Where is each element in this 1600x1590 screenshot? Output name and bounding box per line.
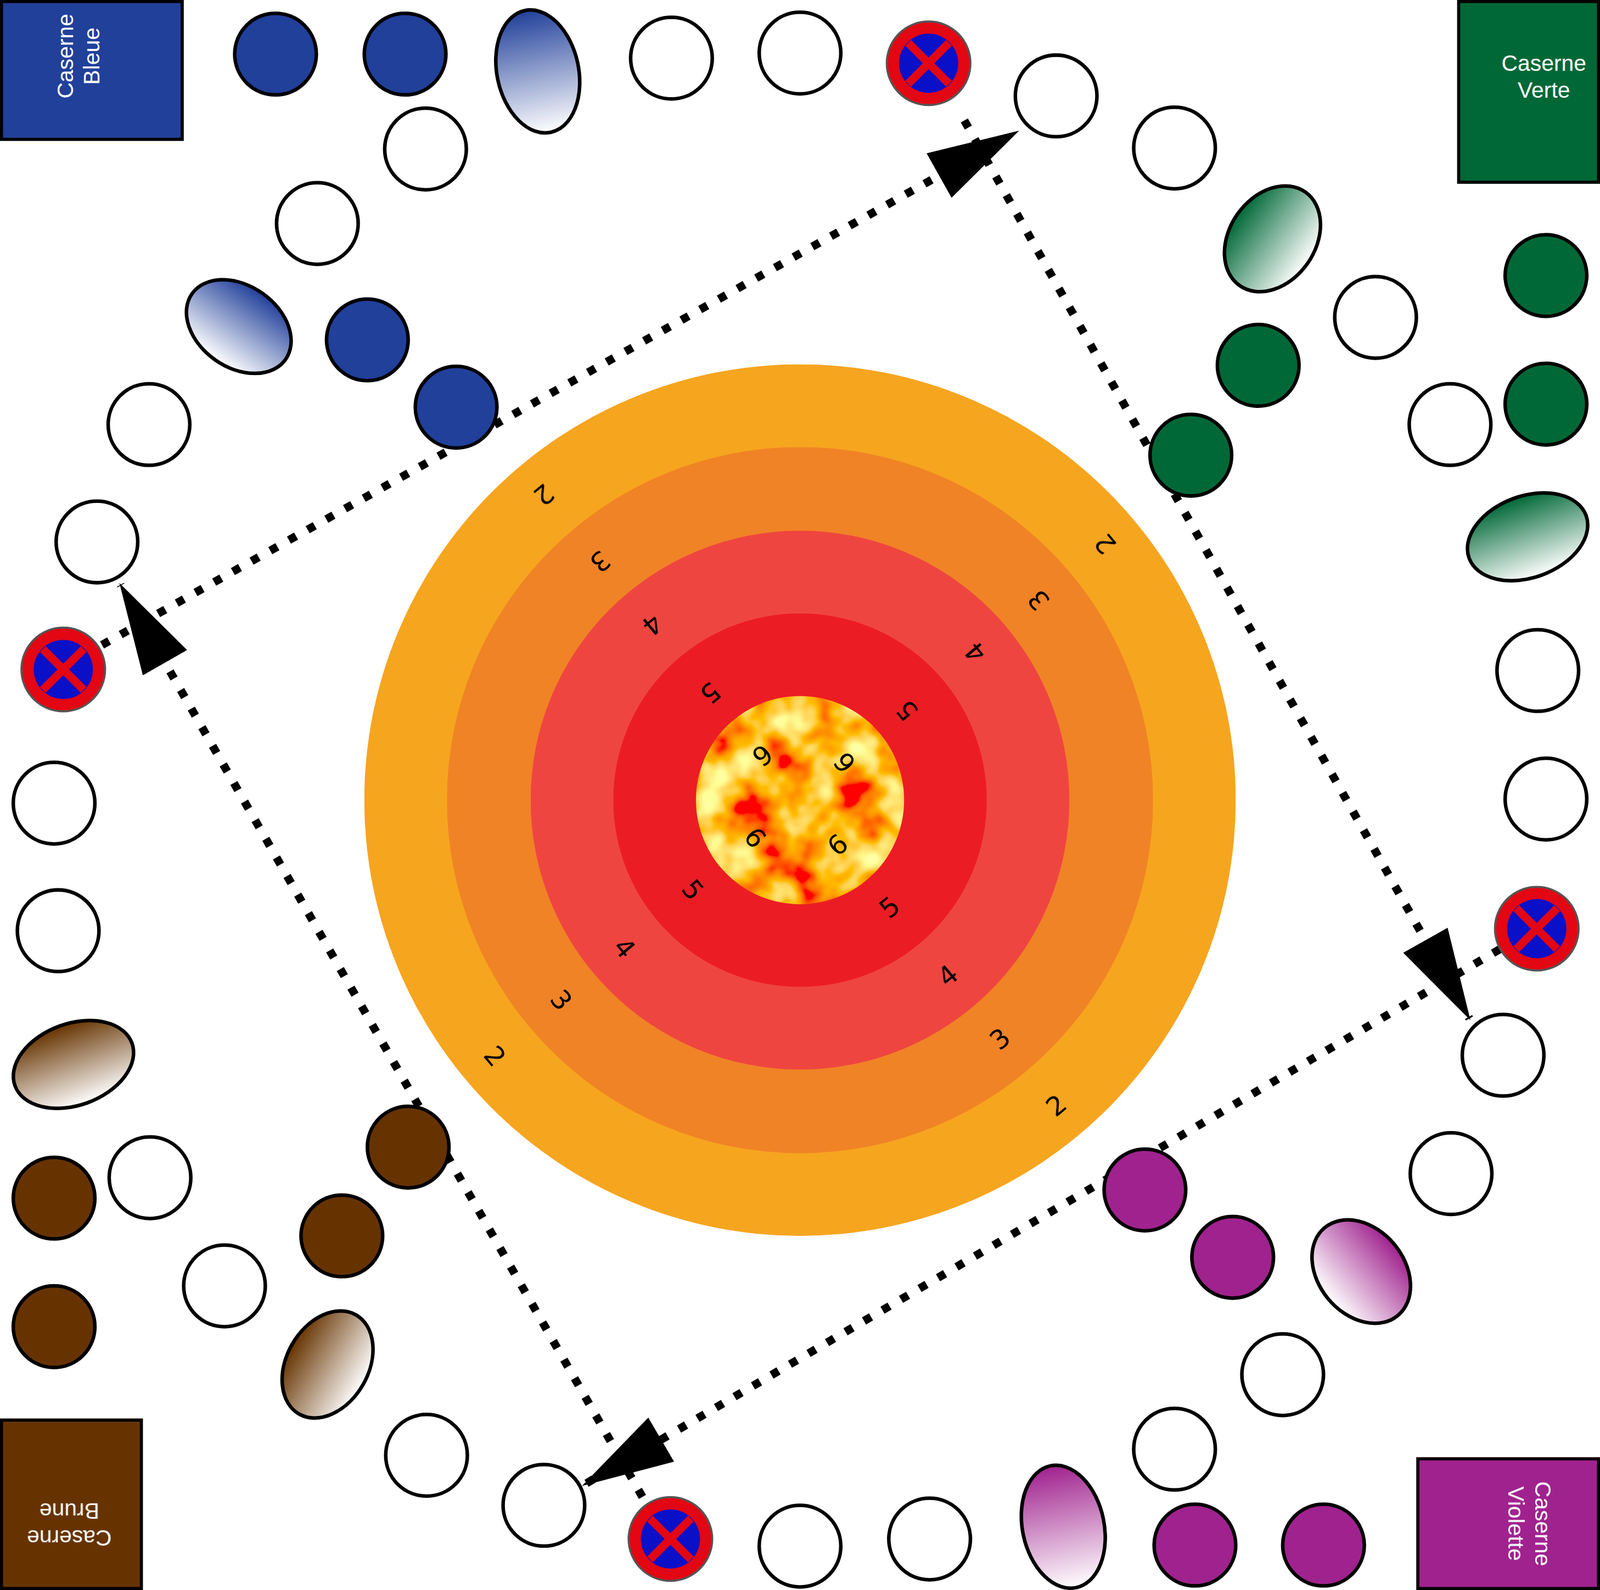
board-space [1410,1132,1492,1215]
board-space [888,1497,971,1580]
ring-shape [695,695,905,905]
no-parking-sign [1495,886,1579,970]
start-space [484,2,591,142]
board-space [415,366,498,448]
board-space [384,108,467,190]
board-space [1191,1216,1274,1299]
board-space [300,1194,383,1277]
board-space [1104,1148,1187,1231]
board-space [1282,1503,1365,1586]
no-parking-sign [886,21,971,105]
board-space [1334,276,1417,359]
board-space [109,1136,192,1219]
start-space [1291,1199,1431,1343]
start-space [1,1004,147,1124]
start-space [1455,476,1600,597]
board-space [55,501,138,583]
board-space [759,12,841,94]
board-space [326,299,409,381]
target-ring: 3333444455556666 [446,446,1153,1153]
board-space [1505,234,1587,317]
barracks-label: Caserne Brune [18,1496,121,1551]
board-space [385,1413,468,1496]
barracks-box: Caserne Brune [0,1418,143,1590]
board-space [1408,383,1491,466]
board-space [1496,629,1579,712]
board-space [183,1244,266,1327]
board-space [17,889,100,972]
start-space [168,260,310,393]
start-space [1204,167,1341,311]
barracks-label: Caserne Verte [1492,50,1596,105]
board-space [13,1157,95,1239]
board-space [759,1505,841,1587]
target-ring: 55556666 [613,613,987,987]
no-parking-sign [628,1496,712,1581]
board-space [1015,54,1098,137]
target-ring: 444455556666 [530,530,1070,1070]
start-space [263,1294,392,1435]
target-center: 6666 [695,695,905,905]
board-space [1133,107,1216,189]
board-space [364,13,447,95]
board-space [108,383,190,466]
board-space [1154,1503,1237,1586]
board-space [1505,758,1587,840]
board-space [13,1285,95,1368]
target-ring: 22223333444455556666 [364,364,1237,1236]
barracks-box: Caserne Violette [1416,1456,1600,1590]
board-space [1462,1014,1545,1097]
board-space [503,1463,586,1546]
no-parking-sign [21,627,105,711]
start-space [1010,1456,1117,1590]
barracks-label: Caserne Bleue [52,4,107,108]
board-space [1505,363,1587,446]
board-space [367,1106,449,1188]
board-space [1133,1407,1216,1490]
board-space [276,182,359,265]
barracks-box: Caserne Verte [1457,0,1600,184]
board-space [1217,324,1300,407]
board-space [13,762,95,845]
board-space [234,13,317,95]
barracks-label: Caserne Violette [1501,1472,1556,1575]
board-space [1242,1333,1324,1416]
board-space [630,17,713,100]
board-space [1149,414,1232,497]
barracks-box: Caserne Bleue [0,0,184,142]
